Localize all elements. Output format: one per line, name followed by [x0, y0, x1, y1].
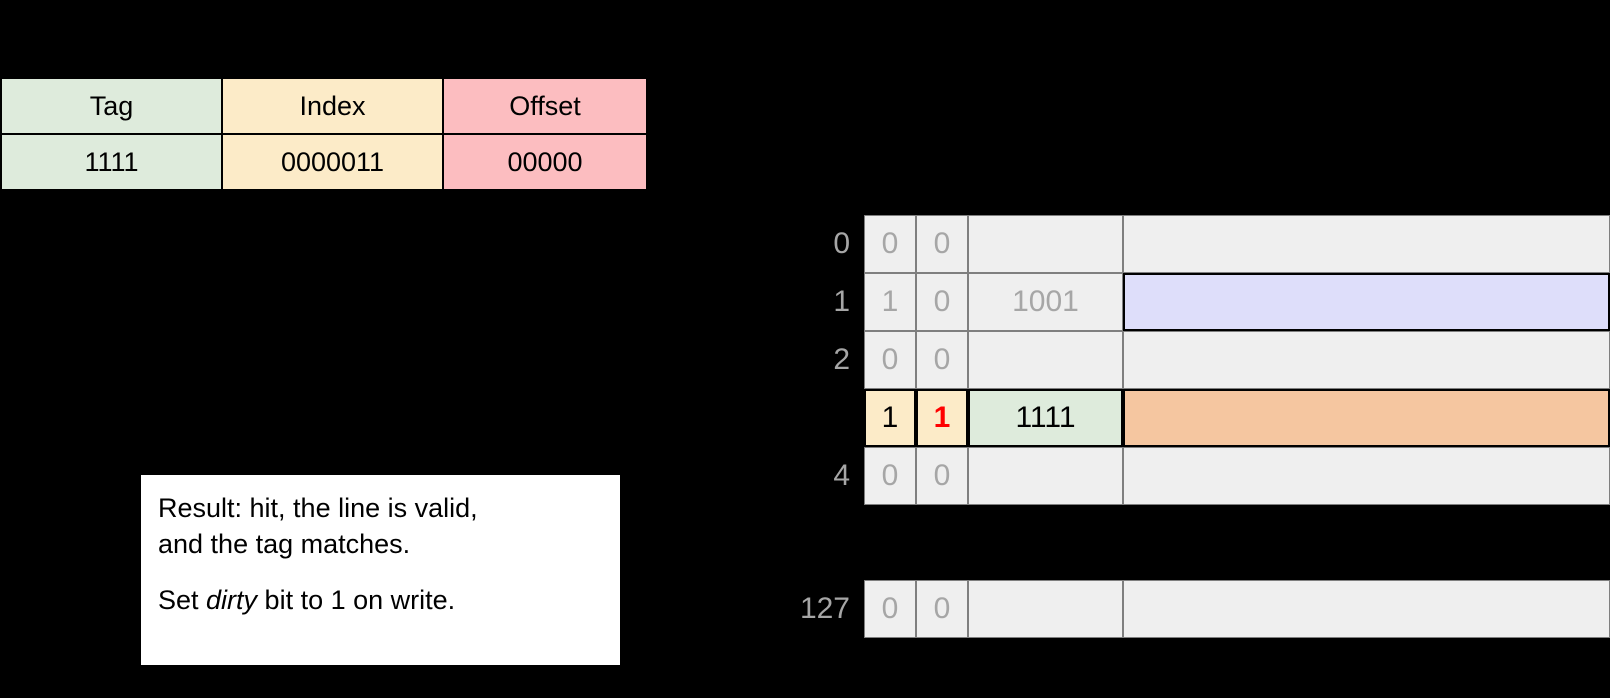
cache-cell-valid-bit: 0 [864, 447, 916, 505]
address-value-index: 0000011 [221, 133, 444, 191]
address-header-index: Index [221, 77, 444, 135]
cache-cell-valid-bit: 0 [864, 580, 916, 638]
result-line-spacer [158, 563, 604, 583]
cache-cell-dirty-bit: 0 [916, 215, 968, 273]
cache-cell-dirty-bit: 0 [916, 273, 968, 331]
cache-cell-tag: 1001 [968, 273, 1123, 331]
cache-cell-valid-bit: 0 [864, 331, 916, 389]
cache-cell-data [1123, 215, 1610, 273]
address-breakdown-table: Tag Index Offset 1111 0000011 00000 [0, 77, 648, 191]
cache-cell-tag [968, 331, 1123, 389]
cache-row-index-label: 4 [833, 459, 850, 492]
result-line-2: and the tag matches. [158, 528, 411, 559]
cache-cell-data [1123, 331, 1610, 389]
cache-row-index-label: 1 [833, 285, 850, 318]
result-callout-box: Result: hit, the line is valid, and the … [141, 475, 620, 665]
cache-row-index-label [770, 389, 850, 447]
cache-cell-valid-bit: 1 [864, 273, 916, 331]
address-value-row: 1111 0000011 00000 [0, 133, 648, 191]
address-value-tag: 1111 [0, 133, 223, 191]
address-value-offset: 00000 [442, 133, 648, 191]
cache-cell-dirty-bit: 1 [916, 389, 968, 447]
cache-row-index-label: 2 [833, 343, 850, 376]
address-header-row: Tag Index Offset [0, 77, 648, 135]
cache-row-index-label: 127 [799, 592, 850, 625]
cache-cell-tag: 1111 [968, 389, 1123, 447]
cache-cell-data [1123, 273, 1610, 331]
cache-cell-data [1123, 389, 1610, 447]
cache-cell-data [1123, 580, 1610, 638]
cache-cell-valid-bit: 1 [864, 389, 916, 447]
cache-cell-data [1123, 447, 1610, 505]
result-line-3-suffix: bit to 1 on write. [257, 584, 456, 615]
cache-cell-dirty-bit: 0 [916, 580, 968, 638]
address-header-tag: Tag [0, 77, 223, 135]
cache-cell-valid-bit: 0 [864, 215, 916, 273]
cache-cell-dirty-bit: 0 [916, 331, 968, 389]
result-line-3-prefix: Set [158, 584, 207, 615]
cache-cell-tag [968, 447, 1123, 505]
address-header-offset: Offset [442, 77, 648, 135]
result-line-3: Set dirty bit to 1 on write. [158, 583, 604, 619]
result-line-1: Result: hit, the line is valid, [158, 493, 478, 523]
dirty-bit-set-value: 1 [933, 401, 951, 434]
cache-cell-dirty-bit: 0 [916, 447, 968, 505]
cache-row-index-label: 0 [833, 227, 850, 260]
result-line-3-italic: dirty [206, 584, 258, 615]
cache-cell-tag [968, 215, 1123, 273]
cache-cell-tag [968, 580, 1123, 638]
